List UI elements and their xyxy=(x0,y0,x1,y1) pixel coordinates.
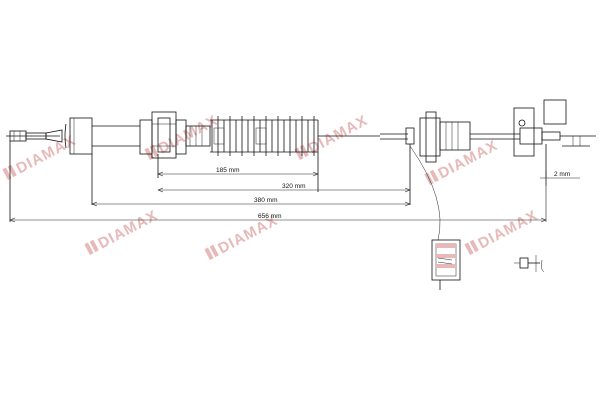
dimension-2mm-label: 2 mm xyxy=(554,171,570,178)
watermark-bottom-right: DIAMAX xyxy=(464,207,541,255)
watermark-bottom-left: DIAMAX xyxy=(84,207,161,255)
left-housing xyxy=(64,117,140,205)
dimension-380-label: 380 mm xyxy=(254,197,277,204)
watermark-right-top: DIAMAX xyxy=(424,137,501,185)
small-side-detail xyxy=(514,255,545,273)
cable-sleeve xyxy=(380,127,415,205)
dimension-2mm xyxy=(540,170,580,186)
bellows-section xyxy=(210,116,380,192)
dimension-185-label: 185 mm xyxy=(216,167,239,174)
dimension-185 xyxy=(157,171,319,177)
svg-text:DIAMAX: DIAMAX xyxy=(475,207,541,253)
dimension-320-label: 320 mm xyxy=(282,183,305,190)
watermark-center-top: DIAMAX xyxy=(294,112,371,160)
dimension-320 xyxy=(157,187,411,193)
svg-text:DIAMAX: DIAMAX xyxy=(95,207,161,253)
watermark-left: DIAMAX xyxy=(2,132,79,180)
adjuster-mechanism xyxy=(139,111,211,178)
detail-view xyxy=(431,239,461,290)
left-end-fitting xyxy=(6,129,63,222)
svg-text:DIAMAX: DIAMAX xyxy=(305,112,371,158)
detail-leader xyxy=(409,145,441,241)
right-housing xyxy=(419,111,526,163)
svg-text:DIAMAX: DIAMAX xyxy=(435,137,501,183)
svg-text:DIAMAX: DIAMAX xyxy=(155,112,221,158)
dimension-380 xyxy=(91,201,411,207)
dimension-656-label: 656 mm xyxy=(258,213,281,220)
right-end-fitting xyxy=(513,99,596,178)
watermark-top: DIAMAX xyxy=(144,112,221,160)
